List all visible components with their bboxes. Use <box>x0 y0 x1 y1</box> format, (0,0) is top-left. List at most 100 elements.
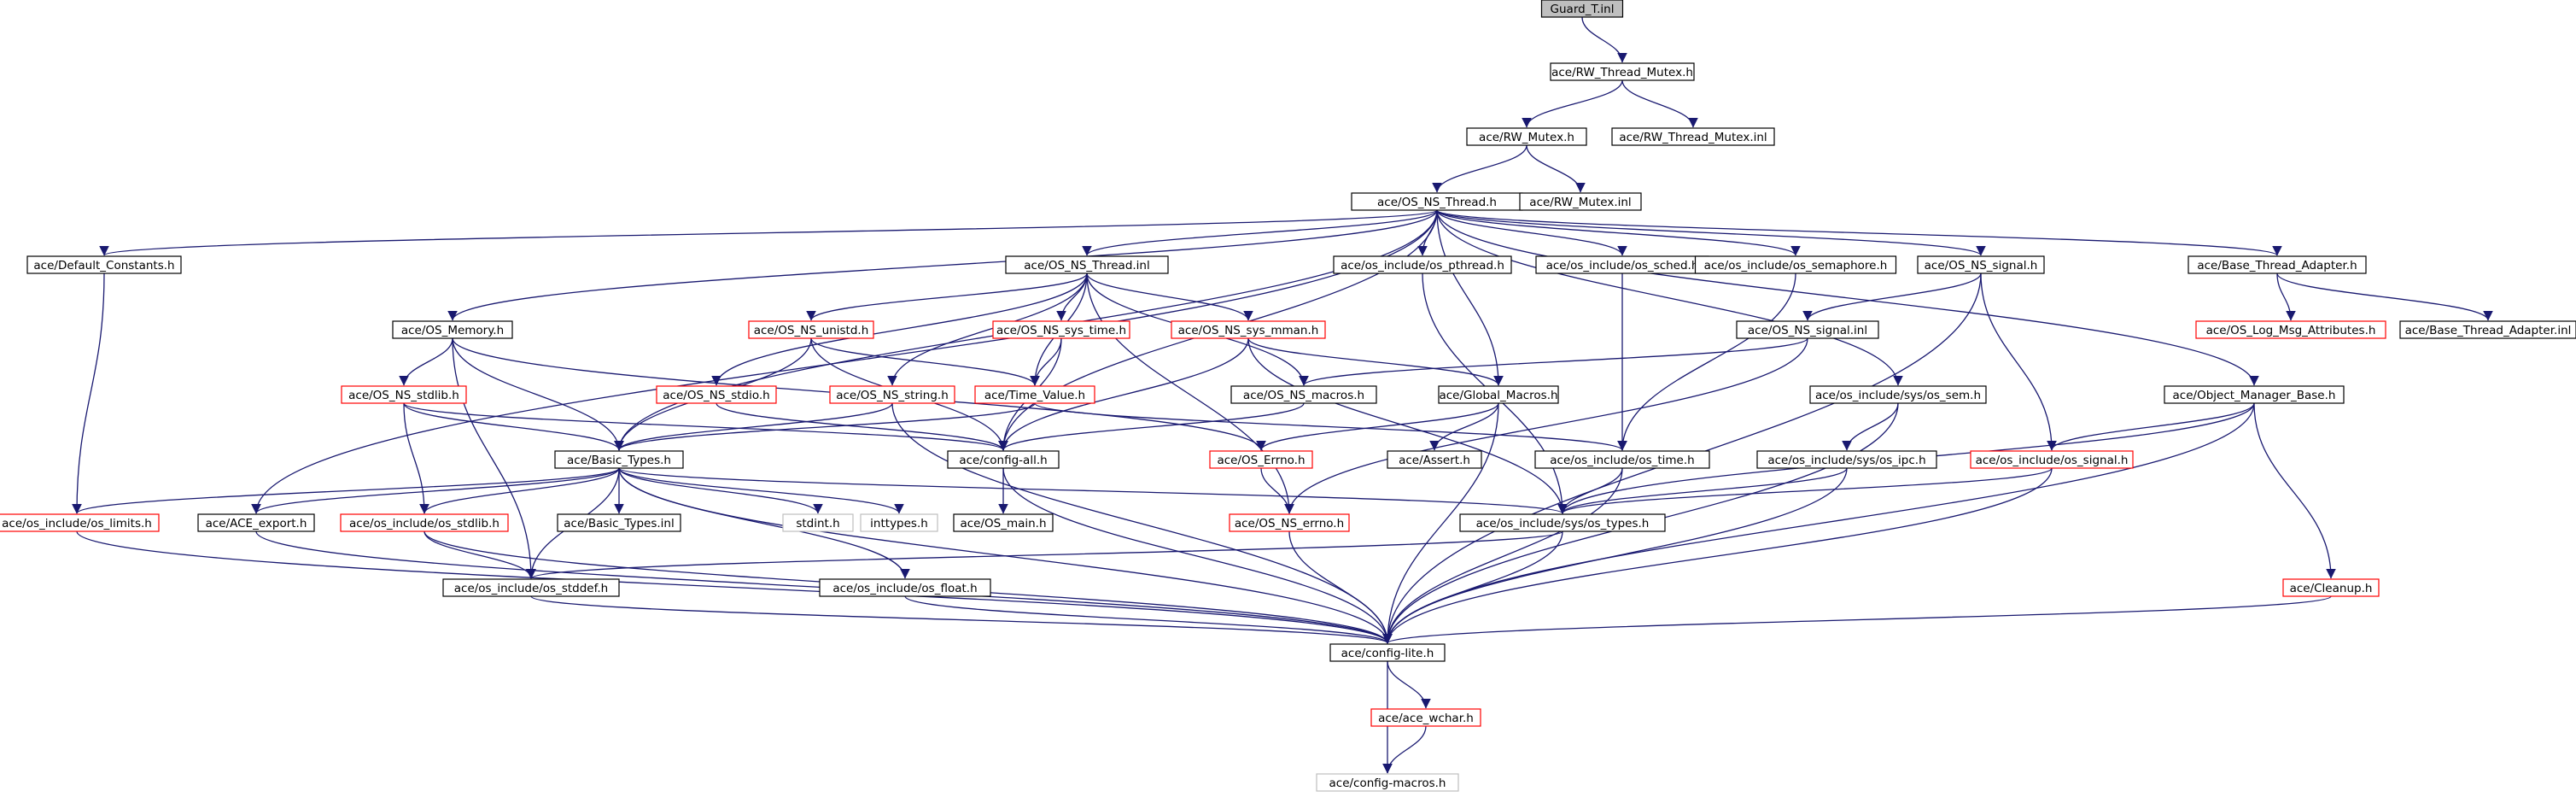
node-os-ns-string-h[interactable]: ace/OS_NS_string.h <box>829 385 955 404</box>
node-box <box>947 450 1060 469</box>
node-box <box>1970 450 2134 469</box>
edge-time_value_h-to-basic_types_h <box>614 402 1036 451</box>
edge-line <box>403 402 624 451</box>
edge-line <box>1436 209 1986 256</box>
node-os-ns-sys-time-h[interactable]: ace/OS_NS_sys_time.h <box>992 320 1130 339</box>
node-global-macros-h[interactable]: ace/Global_Macros.h <box>1438 385 1559 404</box>
node-os-include-os-sched-h[interactable]: ace/os_include/os_sched.h <box>1535 255 1709 274</box>
edge-rw_mutex_h-to-rw_mutex_inl <box>1526 144 1586 193</box>
node-os-include-os-semaphore-h[interactable]: ace/os_include/os_semaphore.h <box>1694 255 1897 274</box>
node-rw-thread-mutex-inl[interactable]: ace/RW_Thread_Mutex.inl <box>1611 127 1775 146</box>
edge-basic_types_h-to-os_include_os_limits_h <box>72 467 620 514</box>
node-label: ace/OS_NS_errno.h <box>1235 517 1344 530</box>
node-object-manager-base-h[interactable]: ace/Object_Manager_Base.h <box>2164 385 2345 404</box>
edge-os_include_os_signal_h-to-os_include_sys_os_types_h <box>1557 467 2053 514</box>
node-assert-h[interactable]: ace/Assert.h <box>1387 450 1482 469</box>
edge-os_ns_signal_h-to-os_include_os_signal_h <box>1980 273 2057 451</box>
node-os-include-sys-os-ipc-h[interactable]: ace/os_include/sys/os_ipc.h <box>1756 450 1937 469</box>
edge-os_include_os_semaphore_h-to-os_include_os_time_h <box>1617 273 1796 451</box>
node-os-ns-stdlib-h[interactable]: ace/OS_NS_stdlib.h <box>341 385 467 404</box>
node-basic-types-h[interactable]: ace/Basic_Types.h <box>554 450 684 469</box>
node-label: ace/OS_NS_signal.inl <box>1748 324 1867 337</box>
node-os-include-os-pthread-h[interactable]: ace/os_include/os_pthread.h <box>1333 255 1512 274</box>
node-box <box>1005 255 1169 274</box>
edge-os_ns_thread_inl-to-os_ns_errno_h <box>1086 273 1294 514</box>
node-os-main-h[interactable]: ace/OS_main.h <box>953 513 1054 532</box>
node-label: ace/RW_Mutex.h <box>1479 131 1574 144</box>
node-label: ace/Global_Macros.h <box>1439 389 1557 402</box>
node-time-value-h[interactable]: ace/Time_Value.h <box>974 385 1095 404</box>
node-box <box>557 513 681 532</box>
node-os-ns-signal-h[interactable]: ace/OS_NS_signal.h <box>1917 255 2045 274</box>
node-os-ns-signal-inl[interactable]: ace/OS_NS_signal.inl <box>1736 320 1879 339</box>
edge-ace_wchar_h-to-config_macros_h <box>1382 725 1427 774</box>
node-basic-types-inl[interactable]: ace/Basic_Types.inl <box>557 513 681 532</box>
node-os-ns-stdio-h[interactable]: ace/OS_NS_stdio.h <box>656 385 777 404</box>
node-os-ns-sys-mman-h[interactable]: ace/OS_NS_sys_mman.h <box>1171 320 1326 339</box>
edge-os_errno_h-to-os_ns_errno_h <box>1260 467 1294 514</box>
edge-os_ns_thread_inl-to-os_ns_string_h <box>887 273 1088 386</box>
node-os-include-os-time-h[interactable]: ace/os_include/os_time.h <box>1534 450 1710 469</box>
node-cleanup-h[interactable]: ace/Cleanup.h <box>2282 578 2380 597</box>
node-label: ace/os_include/os_float.h <box>832 582 977 595</box>
node-label: ace/os_include/sys/os_ipc.h <box>1767 454 1925 467</box>
node-label: ace/RW_Thread_Mutex.inl <box>1619 131 1767 144</box>
edge-line <box>1382 467 1623 644</box>
node-default-constants-h[interactable]: ace/Default_Constants.h <box>26 255 182 274</box>
node-rw-mutex-inl[interactable]: ace/RW_Mutex.inl <box>1519 192 1642 211</box>
edge-os_include_os_time_h-to-config_lite_h <box>1382 467 1623 644</box>
edge-base_thread_adapter_h-to-os_log_msg_attributes_h <box>2276 273 2296 321</box>
node-os-ns-macros-h[interactable]: ace/OS_NS_macros.h <box>1230 385 1377 404</box>
edge-os_ns_sys_mman_h-to-os_include_sys_os_types_h <box>1247 337 1568 514</box>
node-os-include-os-limits-h[interactable]: ace/os_include/os_limits.h <box>0 513 160 532</box>
node-os-include-os-float-h[interactable]: ace/os_include/os_float.h <box>819 578 991 597</box>
edge-line <box>618 467 904 514</box>
node-config-lite-h[interactable]: ace/config-lite.h <box>1329 643 1446 662</box>
node-os-ns-thread-h[interactable]: ace/OS_NS_Thread.h <box>1351 192 1523 211</box>
node-rw-mutex-h[interactable]: ace/RW_Mutex.h <box>1466 127 1587 146</box>
node-stdint-h[interactable]: stdint.h <box>782 513 854 532</box>
edge-config_all_h-to-config_lite_h <box>1002 467 1393 644</box>
node-box <box>1209 450 1313 469</box>
node-base-thread-adapter-h[interactable]: ace/Base_Thread_Adapter.h <box>2188 255 2367 274</box>
node-box <box>392 320 513 339</box>
node-label: ace/Basic_Types.inl <box>564 517 674 530</box>
edge-line <box>403 402 429 514</box>
edge-line <box>72 467 620 514</box>
node-os-log-msg-attributes-h[interactable]: ace/OS_Log_Msg_Attributes.h <box>2195 320 2386 339</box>
node-os-memory-h[interactable]: ace/OS_Memory.h <box>392 320 513 339</box>
node-label: ace/OS_NS_sys_mman.h <box>1178 324 1319 337</box>
edge-line <box>452 337 624 451</box>
node-config-macros-h[interactable]: ace/config-macros.h <box>1316 773 1459 792</box>
node-os-include-sys-os-sem-h[interactable]: ace/os_include/sys/os_sem.h <box>1809 385 1987 404</box>
node-os-ns-unistd-h[interactable]: ace/OS_NS_unistd.h <box>748 320 874 339</box>
node-base-thread-adapter-inl[interactable]: ace/Base_Thread_Adapter.inl <box>2399 320 2576 339</box>
node-box <box>748 320 874 339</box>
node-os-include-os-stddef-h[interactable]: ace/os_include/os_stddef.h <box>442 578 620 597</box>
node-ace-export-h[interactable]: ace/ACE_export.h <box>197 513 315 532</box>
node-os-include-sys-os-types-h[interactable]: ace/os_include/sys/os_types.h <box>1459 513 1666 532</box>
edge-line <box>716 402 1008 451</box>
edge-line <box>1284 337 1808 514</box>
node-config-all-h[interactable]: ace/config-all.h <box>947 450 1060 469</box>
node-os-include-os-stdlib-h[interactable]: ace/os_include/os_stdlib.h <box>340 513 509 532</box>
node-rw-thread-mutex-h[interactable]: ace/RW_Thread_Mutex.h <box>1550 62 1695 81</box>
node-box <box>829 385 955 404</box>
node-ace-wchar-h[interactable]: ace/ace_wchar.h <box>1370 708 1481 727</box>
edge-basic_types_h-to-stdint_h <box>618 467 823 514</box>
edge-os_ns_thread_h-to-os_memory_h <box>447 209 1438 321</box>
node-label: ace/config-all.h <box>959 454 1047 467</box>
node-os-errno-h[interactable]: ace/OS_Errno.h <box>1209 450 1313 469</box>
edge-os_ns_stdlib_h-to-config_all_h <box>403 402 1008 451</box>
node-os-include-os-signal-h[interactable]: ace/os_include/os_signal.h <box>1970 450 2134 469</box>
node-os-ns-errno-h[interactable]: ace/OS_NS_errno.h <box>1229 513 1350 532</box>
node-label: ace/OS_NS_stdio.h <box>663 389 769 402</box>
edge-basic_types_h-to-inttypes_h <box>618 467 904 514</box>
edge-line <box>1436 209 1627 256</box>
edge-line <box>2276 273 2493 321</box>
node-os-ns-thread-inl[interactable]: ace/OS_NS_Thread.inl <box>1005 255 1169 274</box>
node-inttypes-h[interactable]: inttypes.h <box>860 513 938 532</box>
node-guard-t-inl[interactable]: Guard_T.inl <box>1540 0 1624 18</box>
edge-line <box>614 402 1036 451</box>
